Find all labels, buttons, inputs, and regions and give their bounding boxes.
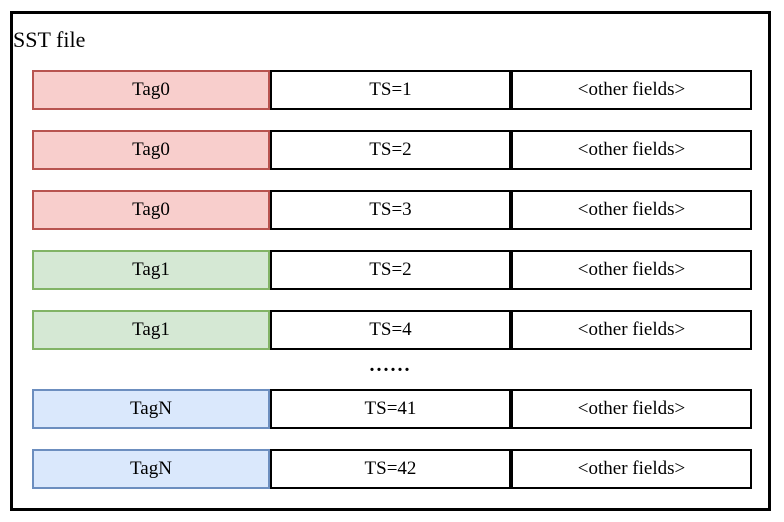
other-fields-cell: <other fields> [511,389,752,429]
timestamp-cell: TS=42 [270,449,511,489]
other-fields-cell: <other fields> [511,310,752,350]
timestamp-cell: TS=3 [270,190,511,230]
record-row: Tag1 TS=2 <other fields> [0,250,784,290]
tag-cell: Tag0 [32,190,270,230]
tag-cell: TagN [32,389,270,429]
record-row: Tag1 TS=4 <other fields> [0,310,784,350]
tag-cell: TagN [32,449,270,489]
tag-cell: Tag0 [32,70,270,110]
record-row: Tag0 TS=1 <other fields> [0,70,784,110]
tag-cell: Tag0 [32,130,270,170]
record-row: Tag0 TS=2 <other fields> [0,130,784,170]
other-fields-cell: <other fields> [511,250,752,290]
rows-ellipsis: ...... [369,354,412,376]
record-row: Tag0 TS=3 <other fields> [0,190,784,230]
timestamp-cell: TS=4 [270,310,511,350]
other-fields-cell: <other fields> [511,190,752,230]
record-row: TagN TS=41 <other fields> [0,389,784,429]
other-fields-cell: <other fields> [511,130,752,170]
timestamp-cell: TS=41 [270,389,511,429]
timestamp-cell: TS=1 [270,70,511,110]
timestamp-cell: TS=2 [270,250,511,290]
tag-cell: Tag1 [32,310,270,350]
other-fields-cell: <other fields> [511,70,752,110]
record-row: TagN TS=42 <other fields> [0,449,784,489]
timestamp-cell: TS=2 [270,130,511,170]
other-fields-cell: <other fields> [511,449,752,489]
sst-file-label: SST file [13,27,86,52]
tag-cell: Tag1 [32,250,270,290]
